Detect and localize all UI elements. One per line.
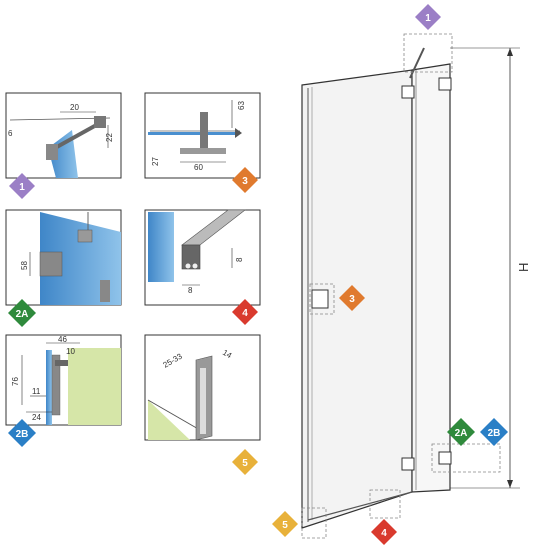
badge-1-left-text: 1 — [19, 182, 25, 193]
panel-5-profile-channel — [200, 368, 206, 434]
height-label: H — [516, 263, 531, 272]
badge-3-main-diamond — [339, 285, 365, 311]
panel-3-dim-60: 60 — [194, 163, 203, 172]
badge-3-panel: 3 — [232, 167, 258, 193]
panel-2a-top-hinge — [77, 229, 93, 243]
panel-3-handle-tip — [235, 128, 242, 138]
badge-4-main-text: 4 — [381, 528, 387, 539]
panel-4-dim-8-width: 8 — [188, 286, 193, 295]
panel-1-dim-22: 22 — [105, 133, 114, 142]
badge-2a-main-text: 2A — [455, 428, 468, 439]
panel-2b-profile — [51, 354, 61, 416]
badge-3-panel-diamond — [232, 167, 258, 193]
panel-1-glass-clamp — [46, 144, 58, 160]
badge-5-main-text: 5 — [282, 520, 288, 531]
panel-5-corner-line — [147, 399, 201, 431]
badge-3-main-text: 3 — [349, 294, 355, 305]
panel-2b-glass — [46, 350, 52, 425]
panel-1-wall-line — [9, 117, 111, 121]
badge-4-panel: 4 — [232, 299, 258, 325]
badge-2a-panel-diamond — [8, 299, 36, 327]
badge-2b-panel-diamond — [8, 419, 36, 447]
panel-4-glass — [148, 212, 174, 282]
panel-3-dim-27: 27 — [151, 157, 160, 166]
detail-panel-2a: 58 — [5, 209, 122, 306]
bottom-seal-line — [307, 491, 413, 521]
callout-box-1 — [403, 33, 453, 73]
detail-panel-1: 20 6 22 — [5, 92, 122, 179]
height-arrow-bottom — [507, 480, 513, 488]
height-arrow-top — [507, 48, 513, 56]
badge-2b-main-diamond — [480, 418, 508, 446]
panel-1-dim-6: 6 — [8, 129, 13, 138]
upper-hinge-right — [438, 77, 452, 91]
panel-2b-wall — [68, 348, 121, 425]
panel-4-seal-profile — [181, 244, 201, 270]
badge-3-panel-text: 3 — [242, 176, 248, 187]
panel-1-stabilizer-bar — [54, 121, 101, 150]
badge-5-main: 5 — [272, 511, 298, 537]
detail-panel-3: 63 27 60 — [144, 92, 261, 179]
panel-2b-dim-76: 76 — [11, 377, 20, 386]
panel-3-handle-bar — [200, 112, 208, 148]
badge-5-panel: 5 — [232, 449, 258, 475]
badge-1-left-diamond — [9, 173, 35, 199]
panel-2a-hinge-plate — [39, 251, 63, 277]
badge-5-panel-text: 5 — [242, 458, 248, 469]
badge-2a-main-diamond — [447, 418, 475, 446]
stabilizer-bar — [409, 47, 425, 79]
badge-2b-panel: 2B — [8, 419, 36, 447]
badge-4-panel-text: 4 — [242, 308, 248, 319]
detail-panel-2b: 46 10 76 11 24 — [5, 334, 122, 426]
badge-5-panel-diamond — [232, 449, 258, 475]
callout-box-3 — [309, 283, 335, 315]
panel-2b-hinge-arm — [55, 360, 68, 366]
badge-2b-main: 2B — [480, 418, 508, 446]
lower-hinge-right — [438, 451, 452, 465]
panel-3-glass-edge — [148, 132, 238, 135]
badge-4-main-diamond — [371, 519, 397, 545]
panel-4-dim-8-height: 8 — [235, 257, 244, 262]
badge-1-main-diamond — [415, 4, 441, 30]
panel-2b-dim-10: 10 — [66, 347, 75, 356]
lower-hinge-left — [401, 457, 415, 471]
callout-box-4 — [369, 489, 401, 519]
badge-4-main: 4 — [371, 519, 397, 545]
badge-5-main-diamond — [272, 511, 298, 537]
panel-3-handle-base — [180, 148, 226, 154]
badge-3-main: 3 — [339, 285, 365, 311]
panel-2b-dim-11: 11 — [32, 387, 41, 396]
door-handle — [311, 289, 329, 309]
fixed-panel — [411, 63, 451, 493]
badge-1-main-text: 1 — [425, 13, 431, 24]
badge-2a-panel-text: 2A — [16, 309, 29, 320]
badge-2a-panel: 2A — [8, 299, 36, 327]
main-door-drawing: H — [301, 33, 531, 539]
badge-2b-panel-text: 2B — [16, 429, 29, 440]
callout-box-2 — [431, 443, 501, 473]
badge-1-left: 1 — [9, 173, 35, 199]
panel-1-dim-20: 20 — [70, 103, 79, 112]
panel-2b-dim-24: 24 — [32, 413, 41, 422]
panel-4-seal-hole-left — [185, 263, 191, 269]
callout-box-5 — [301, 507, 327, 539]
badge-4-panel-diamond — [232, 299, 258, 325]
panel-2b-dim-46: 46 — [58, 335, 67, 344]
detail-panel-4: 8 8 — [144, 209, 261, 306]
panel-3-dim-63: 63 — [237, 101, 246, 110]
detail-panel-5: 25-33 14 — [144, 334, 261, 441]
panel-5-floor-wall — [148, 400, 190, 440]
panel-4-seal-hole-right — [192, 263, 198, 269]
badge-2b-main-text: 2B — [488, 428, 501, 439]
panel-1-glass — [48, 130, 78, 178]
badge-2a-main: 2A — [447, 418, 475, 446]
panel-1-wall-mount — [94, 116, 106, 128]
badge-1-main: 1 — [415, 4, 441, 30]
panel-2a-bottom-hinge — [100, 280, 110, 302]
upper-hinge-left — [401, 85, 415, 99]
panel-2a-dim-58: 58 — [20, 261, 29, 270]
